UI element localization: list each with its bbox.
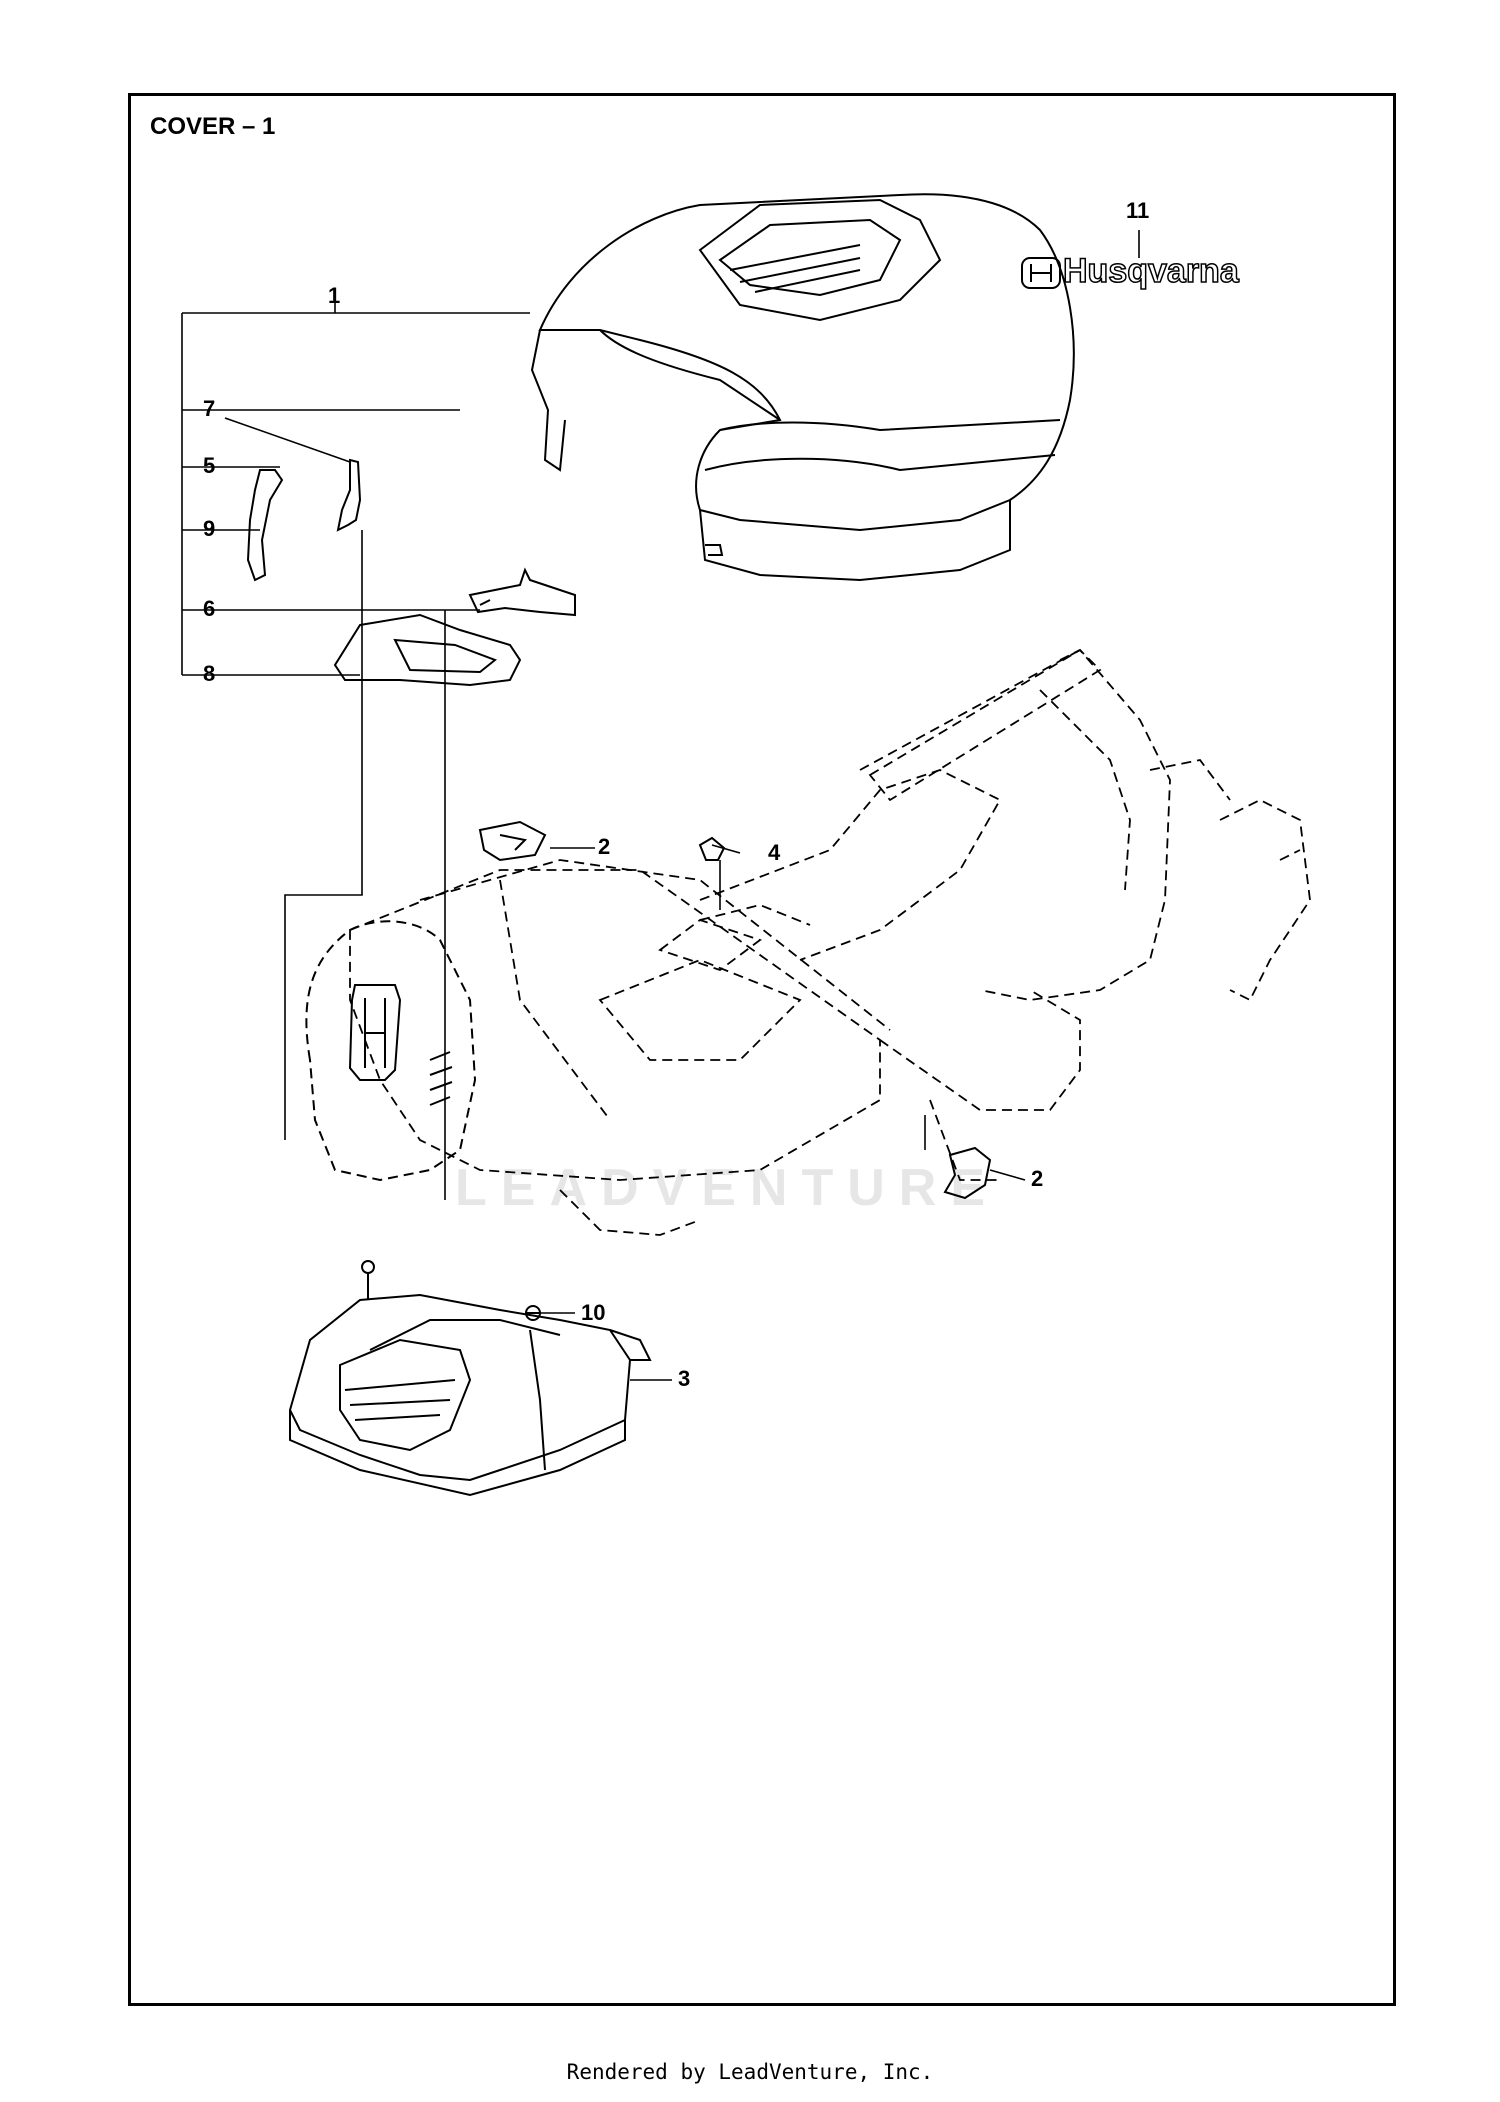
callout-10: 10 xyxy=(581,1300,606,1325)
callout-1: 1 xyxy=(328,283,341,308)
part-5-bracket xyxy=(336,458,362,532)
leader-lines xyxy=(181,230,1140,1381)
front-nose xyxy=(305,920,477,1182)
callout-8: 8 xyxy=(203,661,216,686)
callout-3: 3 xyxy=(678,1366,691,1391)
callout-11: 11 xyxy=(1126,198,1150,223)
callout-6: 6 xyxy=(203,596,216,621)
part-2-clip-upper xyxy=(478,820,547,862)
part-11-emblem xyxy=(1021,257,1061,289)
husqvarna-logo: Husqvarna xyxy=(1062,251,1239,291)
part-10-screw xyxy=(525,1305,541,1321)
callout-5: 5 xyxy=(203,453,216,478)
watermark: LEADVENTURE xyxy=(455,1159,1000,1217)
part-4-clip xyxy=(698,836,726,861)
part-6-bracket xyxy=(468,567,576,617)
part-1-hood xyxy=(530,193,1075,582)
screw-upper-left xyxy=(361,1260,375,1300)
callout-4: 4 xyxy=(768,840,781,865)
callout-7: 7 xyxy=(203,396,216,421)
diagram-frame xyxy=(128,93,1396,2006)
callout-2-upper: 2 xyxy=(598,834,611,859)
part-9-side-bracket xyxy=(246,469,284,582)
footer-credit: Rendered by LeadVenture, Inc. xyxy=(566,2060,934,2084)
chassis-frame xyxy=(349,648,1311,1236)
part-3-engine-cover xyxy=(288,1293,652,1497)
part-2-clip-lower xyxy=(943,1146,992,1200)
callout-9: 9 xyxy=(203,516,216,541)
callout-2-lower: 2 xyxy=(1031,1166,1044,1191)
diagram-title: COVER – 1 xyxy=(150,113,276,140)
